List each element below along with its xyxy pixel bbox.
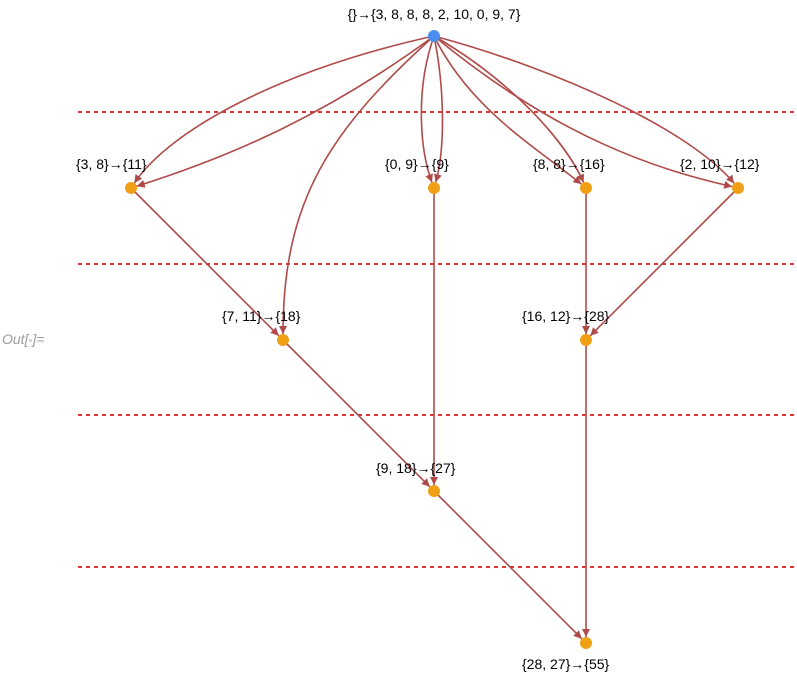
node-n6 xyxy=(580,334,592,346)
node-label-n3: {8, 8}→{16} xyxy=(533,156,605,172)
node-n2 xyxy=(428,182,440,194)
node-n8 xyxy=(580,637,592,649)
node-label-n5: {7, 11}→{18} xyxy=(222,308,301,324)
output-prompt: Out[•]= xyxy=(2,331,44,347)
node-n7 xyxy=(428,485,440,497)
node-label-n2: {0, 9}→{9} xyxy=(385,156,449,172)
nodes xyxy=(125,30,744,649)
node-label-root: {}→{3, 8, 8, 8, 2, 10, 0, 9, 7} xyxy=(348,6,521,22)
node-label-n1: {3, 8}→{11} xyxy=(76,156,147,172)
edge-root-n2 xyxy=(420,35,435,183)
edge-n4-n6 xyxy=(589,187,739,337)
edge-root-n3 xyxy=(433,35,585,183)
edge-root-n4 xyxy=(433,35,733,189)
node-n4 xyxy=(732,182,744,194)
edge-root-n3 xyxy=(433,35,582,185)
prompt-bullet-icon: • xyxy=(28,335,32,347)
edge-root-n5 xyxy=(279,35,435,335)
node-labels: {}→{3, 8, 8, 8, 2, 10, 0, 9, 7} {3, 8}→{1… xyxy=(76,6,760,672)
node-n5 xyxy=(277,334,289,346)
edge-n5-n7 xyxy=(282,339,431,488)
node-n1 xyxy=(125,182,137,194)
edge-n1-n5 xyxy=(130,187,280,337)
edge-root-n4 xyxy=(433,35,735,184)
node-label-n7: {9, 18}→{27} xyxy=(376,460,456,476)
node-root xyxy=(428,30,440,42)
node-n3 xyxy=(580,182,592,194)
edge-root-n1 xyxy=(133,35,435,184)
edge-root-n2 xyxy=(433,35,444,183)
node-label-n6: {16, 12}→{28} xyxy=(522,308,610,324)
edges xyxy=(130,35,739,640)
edge-root-n1 xyxy=(136,35,435,188)
node-label-n8: {28, 27}→{55} xyxy=(522,656,610,672)
edge-n7-n8 xyxy=(433,490,583,640)
node-label-n4: {2, 10}→{12} xyxy=(680,156,760,172)
